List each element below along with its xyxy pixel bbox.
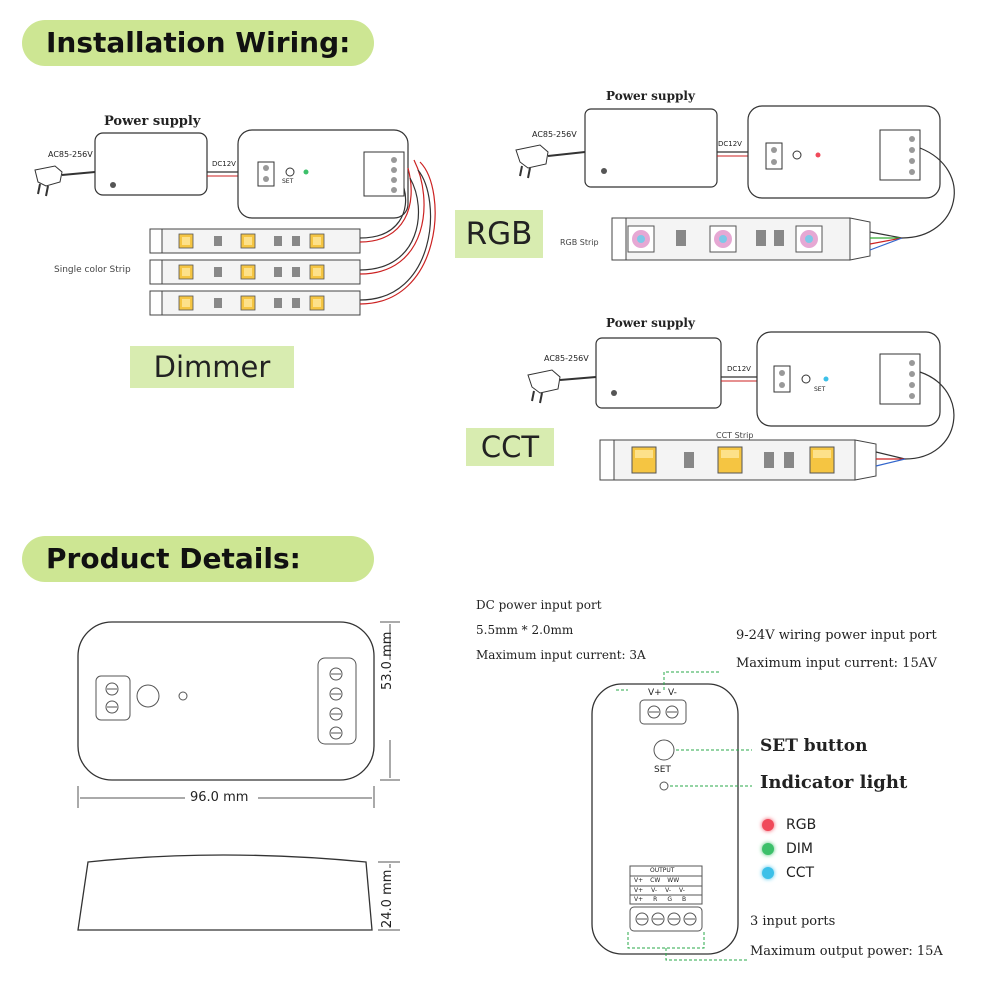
rgb-dc-output-label: DC12V	[718, 140, 742, 148]
dimmer-controller	[237, 129, 409, 219]
indicator-dim-label: DIM	[786, 841, 813, 857]
width-dimension-label: 96.0 mm	[190, 790, 249, 805]
indicator-dim: DIM	[762, 837, 816, 861]
cct-strip	[599, 439, 877, 481]
cct-controller	[756, 331, 941, 427]
rgb-ac-input-label: AC85-256V	[532, 130, 577, 139]
output-cell: V-	[651, 887, 658, 894]
output-title: OUTPUT	[650, 867, 675, 874]
dimmer-strip-3	[149, 290, 361, 316]
dimmer-power-supply	[94, 132, 208, 196]
indicator-rgb-label: RGB	[786, 817, 817, 833]
output-cell: V-	[678, 887, 685, 894]
dimmer-strip-1	[149, 228, 361, 254]
set-button-label: SET button	[760, 736, 868, 756]
cct-ac-input-label: AC85-256V	[544, 354, 589, 363]
indicator-dim-dot	[762, 843, 774, 855]
dc-port-title: DC power input port	[476, 598, 602, 612]
rgb-controller	[747, 105, 941, 199]
installation-wiring-title: Installation Wiring:	[22, 20, 374, 66]
input-ports-label: 3 input ports	[750, 914, 836, 929]
cct-power-supply-label: Power supply	[606, 316, 695, 330]
dimmer-ac-input-label: AC85-256V	[48, 150, 93, 159]
device-vminus-label: V-	[668, 688, 677, 698]
device-vplus-label: V+	[648, 688, 662, 698]
height-dimension-line	[380, 621, 400, 781]
cct-strip-label: CCT Strip	[716, 431, 754, 440]
output-row-3: V+ R G B	[634, 896, 686, 903]
width-dimension-line	[77, 786, 375, 808]
output-cell: V+	[634, 877, 644, 884]
output-row-1: V+ CW WW	[634, 877, 679, 884]
dimmer-mode-label: Dimmer	[130, 346, 294, 388]
indicator-light-label: Indicator light	[760, 772, 908, 793]
callout-lines	[616, 671, 752, 961]
output-cell: WW	[667, 877, 680, 884]
cct-dc-output-label: DC12V	[727, 365, 751, 373]
dimmer-set-label: SET	[282, 178, 294, 185]
rgb-power-supply-label: Power supply	[606, 89, 695, 103]
product-details-title: Product Details:	[22, 536, 374, 582]
dimmer-dc-output-label: DC12V	[212, 160, 236, 168]
indicator-cct-label: CCT	[786, 865, 815, 881]
rgb-ac-plug-icon	[515, 144, 586, 179]
wiring-port-title: 9-24V wiring power input port	[736, 628, 937, 643]
dimmer-strip-2	[149, 259, 361, 285]
rgb-mode-label: RGB	[455, 210, 543, 258]
output-cell: G	[667, 896, 672, 903]
rgb-strip-label: RGB Strip	[560, 238, 599, 247]
dimmer-ac-plug-icon	[34, 165, 96, 197]
output-cell: B	[681, 896, 687, 903]
rgb-strip	[611, 217, 871, 261]
device-set-label: SET	[654, 765, 671, 775]
dimmer-power-supply-label: Power supply	[104, 114, 201, 129]
device-top-view	[77, 621, 375, 781]
cct-mode-label: CCT	[466, 428, 554, 466]
indicator-rgb: RGB	[762, 813, 816, 837]
max-output-label: Maximum output power: 15A	[750, 944, 943, 959]
rgb-power-supply	[584, 108, 718, 188]
output-cell: R	[653, 896, 658, 903]
dc-port-size: 5.5mm * 2.0mm	[476, 623, 574, 637]
device-side-view	[77, 854, 373, 931]
output-cell: V+	[634, 887, 644, 894]
cct-power-supply	[595, 337, 722, 409]
cct-ac-plug-icon	[527, 369, 597, 404]
output-cell: CW	[650, 877, 661, 884]
depth-dimension-line	[378, 861, 400, 931]
wiring-port-current: Maximum input current: 15AV	[736, 656, 937, 671]
indicator-cct: CCT	[762, 861, 816, 885]
output-cell: V+	[634, 896, 644, 903]
cct-set-label: SET	[814, 386, 826, 393]
indicator-legend: RGB DIM CCT	[762, 813, 816, 885]
depth-dimension-label: 24.0 mm	[380, 869, 395, 928]
dimmer-strip-label: Single color Strip	[54, 265, 131, 275]
output-row-2: V+ V- V- V-	[634, 887, 685, 894]
height-dimension-label: 53.0 mm	[380, 631, 395, 690]
indicator-rgb-dot	[762, 819, 774, 831]
indicator-cct-dot	[762, 867, 774, 879]
output-cell: V-	[665, 887, 671, 894]
dc-port-current: Maximum input current: 3A	[476, 648, 646, 662]
device-front-view	[591, 683, 739, 955]
